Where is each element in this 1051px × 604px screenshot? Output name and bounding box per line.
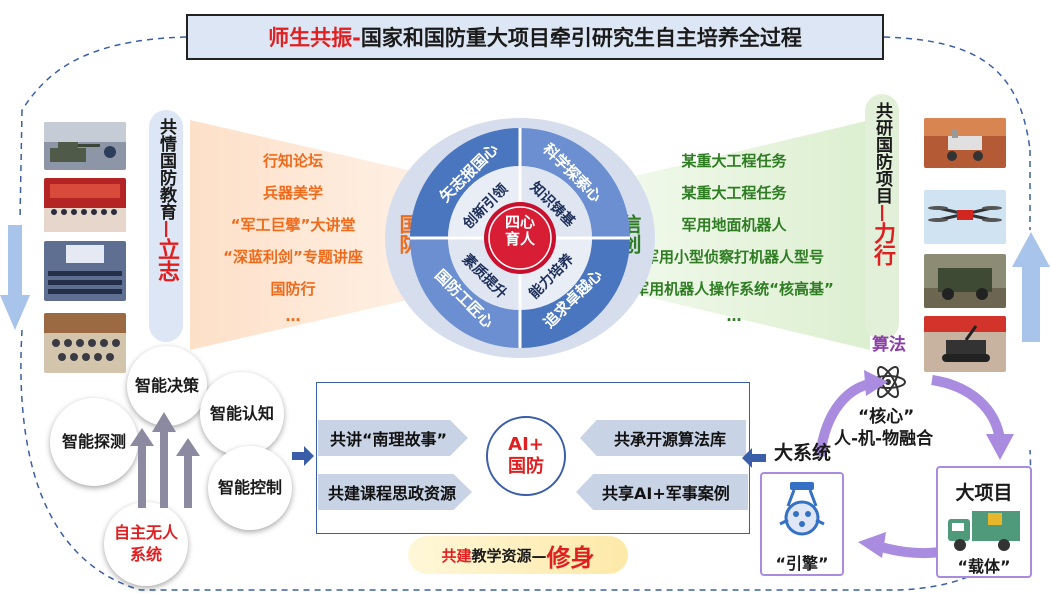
left-item: “深蓝利剑”专题讲座 bbox=[223, 248, 363, 266]
ai-right-bottom-box: 共享AI+军事案例 bbox=[576, 474, 748, 510]
left-item: 兵器美学 bbox=[262, 184, 323, 202]
photo-tank-exhibit bbox=[44, 122, 126, 170]
right-item: 军用机器人操作系统“核高基” bbox=[634, 280, 834, 298]
right-caption-dash: — bbox=[872, 204, 893, 222]
left-item: … bbox=[285, 307, 301, 325]
banner-prefix: 共建 bbox=[441, 546, 472, 565]
center-core-label: 四心育人 bbox=[505, 214, 535, 248]
left-item-list: 行知论坛 兵器美学 “军工巨擘”大讲堂 “深蓝利剑”专题讲座 国防行 … bbox=[208, 150, 378, 325]
cycle-arrows-icon bbox=[815, 370, 1014, 559]
bubble-intelligent-decision: 智能决策 bbox=[127, 346, 207, 426]
left-down-arrow-icon bbox=[0, 225, 30, 330]
left-caption-top: 共情国防教育 bbox=[156, 118, 176, 220]
fusion-label: 人-机-物融合 bbox=[834, 429, 934, 449]
center-ring-diagram: 国防 信创 矢志报国心 科学探索心 追求卓越心 国防工匠心 创新引领 知识铸基 … bbox=[385, 118, 655, 358]
engine-label: “引擎” bbox=[775, 554, 829, 573]
left-vertical-caption: 共情国防教育 — 立志 bbox=[149, 110, 183, 342]
left-item: “军工巨擘”大讲堂 bbox=[230, 216, 356, 234]
photo-drone bbox=[924, 190, 1006, 244]
bubble-intelligent-detection: 智能探测 bbox=[50, 398, 138, 486]
up-arrows-icon bbox=[130, 412, 200, 508]
photo-lecture-hall bbox=[44, 241, 126, 301]
right-caption-top: 共研国防项目 bbox=[872, 102, 892, 204]
left-caption-dash: — bbox=[156, 220, 177, 238]
algorithm-label: 算法 bbox=[872, 335, 906, 355]
left-caption-bottom: 立志 bbox=[154, 238, 179, 282]
big-system-label: 大系统 bbox=[774, 442, 832, 464]
arrow-into-ai-box-right-icon bbox=[742, 448, 766, 468]
right-vertical-caption: 共研国防项目 — 力行 bbox=[865, 94, 899, 340]
bubble-intelligent-cognition: 智能认知 bbox=[200, 372, 284, 456]
bottom-banner: 共建 教学资源— 修身 bbox=[408, 536, 628, 574]
core-label: “核心” bbox=[858, 407, 915, 427]
left-item: 国防行 bbox=[270, 280, 316, 298]
ai-left-top-box: 共讲“南理故事” bbox=[318, 420, 468, 456]
photo-ground-vehicle bbox=[924, 254, 1006, 308]
right-item: 军用小型侦察打机器人型号 bbox=[643, 248, 824, 266]
banner-middle: 教学资源— bbox=[471, 546, 547, 565]
right-item: 某重大工程任务 bbox=[681, 184, 787, 202]
robot-engine-icon bbox=[779, 482, 825, 536]
big-project-label: 大项目 bbox=[955, 482, 1013, 504]
big-project-box: 大项目 “载体” bbox=[936, 466, 1032, 578]
title-prefix: 师生共振- bbox=[268, 26, 361, 50]
banner-big: 修身 bbox=[546, 543, 595, 572]
center-rings-svg bbox=[410, 128, 630, 348]
photo-group-photo bbox=[44, 313, 126, 373]
ai-center-line2: 国防 bbox=[508, 456, 544, 477]
right-item-list: 某重大工程任务 某重大工程任务 军用地面机器人 军用小型侦察打机器人型号 军用机… bbox=[618, 150, 850, 325]
arrow-into-ai-box-icon bbox=[292, 446, 314, 466]
right-item: 军用地面机器人 bbox=[681, 216, 787, 234]
right-item: 某重大工程任务 bbox=[681, 152, 787, 170]
ai-right-top-box: 共承开源算法库 bbox=[580, 420, 746, 456]
right-caption-bottom: 力行 bbox=[870, 222, 895, 266]
truck-icon bbox=[948, 511, 1020, 551]
engine-box: “引擎” bbox=[760, 472, 844, 576]
ai-center-circle: AI+ 国防 bbox=[486, 416, 566, 496]
right-item: … bbox=[726, 307, 742, 325]
right-up-arrow-icon bbox=[1012, 232, 1050, 342]
title-main: 国家和国防重大项目牵引研究生自主培养全过程 bbox=[360, 26, 802, 50]
bubble-intelligent-control: 智能控制 bbox=[208, 446, 292, 530]
photo-tracked-robot bbox=[924, 316, 1006, 372]
ai-left-bottom-box: 共建课程思政资源 bbox=[318, 474, 472, 510]
bubble-autonomous-system: 自主无人系统 bbox=[104, 502, 188, 586]
ai-center-line1: AI+ bbox=[508, 434, 544, 455]
carrier-label: “载体” bbox=[957, 557, 1011, 576]
left-item: 行知论坛 bbox=[262, 152, 323, 170]
photo-group-ceremony bbox=[44, 178, 126, 232]
page-title: 师生共振- 国家和国防重大项目牵引研究生自主培养全过程 bbox=[186, 14, 884, 60]
photo-mars-rover bbox=[924, 118, 1006, 168]
